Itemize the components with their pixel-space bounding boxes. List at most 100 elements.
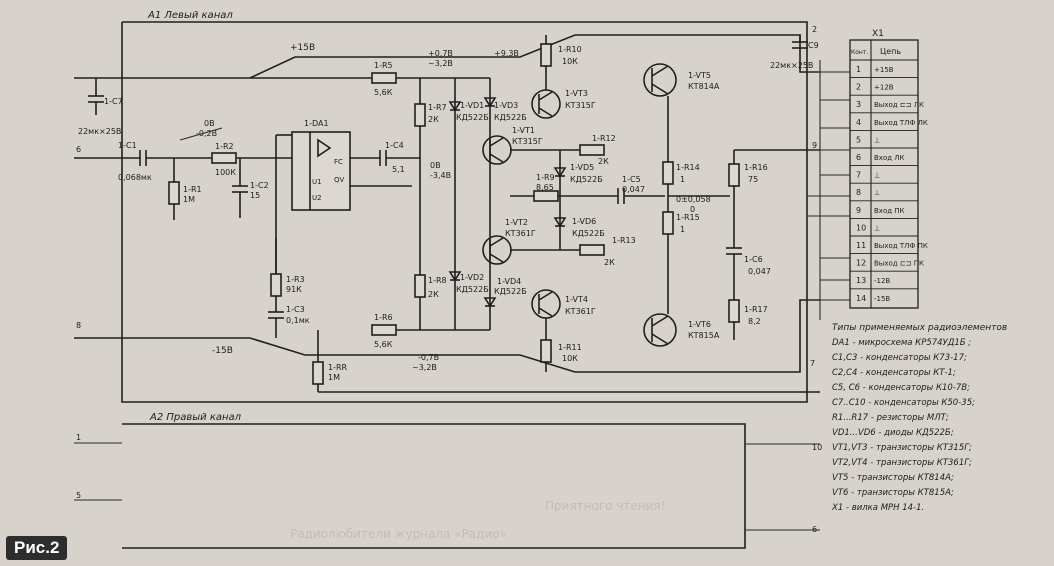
- x1-row-number: 7: [856, 171, 861, 180]
- r11-label: 1-R11: [558, 343, 582, 352]
- x1-row-number: 6: [856, 153, 861, 162]
- r6-label: 1-R6: [374, 313, 393, 322]
- vt1-type: КТ315Г: [512, 137, 543, 146]
- notes-line: VT2,VT4 - транзисторы КТ361Г;: [832, 458, 972, 468]
- wire-num-6: 6: [76, 145, 81, 154]
- c5-label: 1-C5: [622, 175, 641, 184]
- r14-label: 1-R14: [676, 163, 700, 172]
- right-channel-label: A2 Правый канал: [149, 412, 242, 423]
- x1-row-number: 3: [856, 100, 861, 109]
- r13-value: 2К: [604, 258, 615, 267]
- c1-value: 0,068мк: [118, 173, 152, 182]
- bg-text-a: Приятного чтения!: [545, 499, 665, 513]
- r12-label: 1-R12: [592, 134, 616, 143]
- r16-label: 1-R16: [744, 163, 768, 172]
- r1-label: 1-R1: [183, 185, 202, 194]
- supply-minus-label: -15В: [212, 346, 233, 356]
- wire-num-5: 5: [76, 491, 81, 500]
- wire-num-10: 10: [812, 443, 822, 452]
- component-notes: Типы применяемых радиоэлементов DA1 - ми…: [831, 323, 1007, 513]
- x1-row-circuit: Вход ЛК: [874, 154, 905, 162]
- capacitor-c9: C9 22мк×25В: [770, 35, 819, 70]
- c1-label: 1-C1: [118, 141, 137, 150]
- c3-value: 0,1мк: [286, 316, 310, 325]
- left-channel-frame: A1 Левый канал: [121, 10, 808, 403]
- wire-num-8: 8: [76, 321, 81, 330]
- notes-line: C5, C6 - конденсаторы К10-7В;: [832, 383, 970, 393]
- x1-title: X1: [872, 29, 884, 39]
- da1-label: 1-DA1: [304, 119, 329, 128]
- bias-network: 1-R7 2К 1-R8 2К 1-VD1 КД522Б 1-VD2 КД522…: [412, 49, 527, 372]
- vd5-type: КД522Б: [570, 175, 603, 184]
- notes-line: C2,C4 - конденсаторы КТ-1;: [832, 368, 956, 378]
- x1-row-number: 12: [856, 259, 866, 268]
- x1-row-number: 13: [856, 276, 866, 285]
- da1-pin-qv: QV: [334, 176, 345, 184]
- vd1-type: КД522Б: [456, 113, 489, 122]
- transistor-vt4: 1-VT4 КТ361Г: [531, 289, 596, 319]
- notes-line: X1 - вилка МРН 14-1.: [831, 503, 924, 513]
- c3-label: 1-C3: [286, 305, 305, 314]
- r14-value: 1: [680, 175, 685, 184]
- voltage-07v-b: -0,7В: [418, 353, 439, 362]
- vd6-type: КД522Б: [572, 229, 605, 238]
- notes-line: VT6 - транзисторы КТ815А;: [832, 488, 954, 498]
- r16-value: 75: [748, 175, 758, 184]
- x1-row-circuit: Вход ПК: [874, 207, 905, 215]
- x1-row-number: 1: [856, 65, 861, 74]
- notes-line: R1...R17 - резисторы МЛТ;: [832, 413, 949, 423]
- opamp-da1: 1-DA1 FC QV U1 U2 1-C4 5,1 0В -3,4В: [275, 119, 451, 290]
- vd5-label: 1-VD5: [570, 163, 594, 172]
- x1-row-circuit: Выход ТЛФ ПК: [874, 242, 928, 250]
- notes-line: C1,C3 - конденсаторы К73-17;: [832, 353, 967, 363]
- voltage-02v-a: -0,2В: [196, 129, 217, 138]
- c4-value: 5,1: [392, 165, 405, 174]
- r17-value: 8,2: [748, 317, 761, 326]
- r2-value: 100К: [215, 168, 236, 177]
- transistor-vt6: 1-VT6 КТ815А: [643, 313, 720, 347]
- vt4-label: 1-VT4: [565, 295, 588, 304]
- r9-value: 8,65: [536, 183, 554, 192]
- voltage-34v-b: -3,4В: [430, 171, 451, 180]
- vd2-type: КД522Б: [456, 285, 489, 294]
- vt4-type: КТ361Г: [565, 307, 596, 316]
- power-rails: +15В -15В: [74, 34, 820, 373]
- notes-line: VD1...VD6 - диоды КД522Б;: [832, 428, 954, 438]
- x1-row-circuit: ⊥: [874, 136, 880, 144]
- c9-value: 22мк×25В: [770, 61, 813, 70]
- x1-row-number: 14: [856, 294, 866, 303]
- rr-value: 1М: [328, 373, 340, 382]
- da1-pin-u2: U2: [312, 194, 322, 202]
- x1-row-circuit: Выход ⊏⊐ ЛК: [874, 101, 924, 109]
- vd2-label: 1-VD2: [460, 273, 484, 282]
- connector-wiring: [807, 60, 850, 320]
- x1-row-number: 11: [856, 241, 866, 250]
- capacitor-c7: 1-C7 22мк×25В: [78, 78, 123, 136]
- voltage-93v: +9,3В: [494, 49, 519, 58]
- wire-numbers: 2 6 8 1 5 9 7 10 6: [76, 25, 822, 534]
- x1-row-circuit: -12В: [874, 277, 890, 285]
- c4-label: 1-C4: [385, 141, 404, 150]
- r8-label: 1-R8: [428, 276, 447, 285]
- da1-pin-u1: U1: [312, 178, 322, 186]
- vt1-label: 1-VT1: [512, 126, 535, 135]
- transistor-vt3: 1-VT3 КТ315Г: [531, 89, 596, 119]
- x1-row-circuit: Выход ТЛФ ЛК: [874, 119, 928, 127]
- c2-label: 1-C2: [250, 181, 269, 190]
- r5-r6-network: 1-R5 5,6К 1-R6 5,6К 1-RR 1М: [250, 61, 820, 393]
- x1-row-number: 5: [856, 135, 861, 144]
- x1-row-circuit: ⊥: [874, 224, 880, 232]
- wire-num-1: 1: [76, 433, 81, 442]
- r3-c3-network: 1-R3 91К 1-C3 0,1мк: [268, 238, 310, 338]
- vt5-label: 1-VT5: [688, 71, 711, 80]
- c7-value: 22мк×25В: [78, 127, 121, 136]
- x1-row-circuit: +15В: [874, 66, 894, 74]
- vd4-label: 1-VD4: [497, 277, 521, 286]
- c6-value: 0,047: [748, 267, 771, 276]
- r7-label: 1-R7: [428, 103, 447, 112]
- r12-value: 2К: [598, 157, 609, 166]
- r10-value: 10К: [562, 57, 578, 66]
- rr-label: 1-RR: [328, 363, 348, 372]
